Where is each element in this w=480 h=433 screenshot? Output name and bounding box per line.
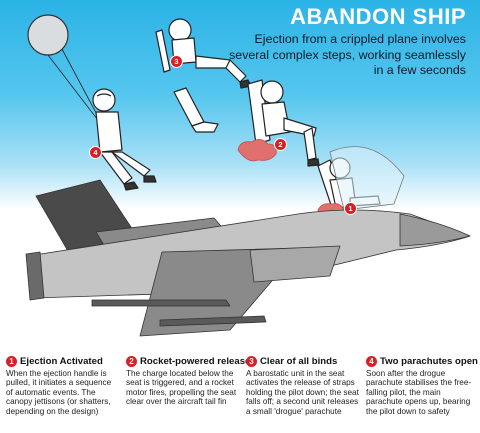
step-marker-1: 1 <box>344 202 357 215</box>
jet-missile-lower <box>159 315 267 327</box>
step-marker-4: 4 <box>89 146 102 159</box>
discarded-seat <box>173 87 219 133</box>
step-3-number: 3 <box>246 356 257 367</box>
step-2-title: Rocket-powered release <box>140 356 251 367</box>
page-subtitle: Ejection from a crippled plane involves … <box>229 32 466 77</box>
step-4-title: Two parachutes open up <box>380 356 480 367</box>
step-marker-3: 3 <box>170 55 183 68</box>
page-title: ABANDON SHIP <box>290 4 466 29</box>
step-2-text: The charge located below the seat is tri… <box>126 369 237 407</box>
step-3-header: 3 Clear of all binds <box>246 356 359 367</box>
step-3: 3 Clear of all binds A barostatic unit i… <box>246 356 359 416</box>
step-1-header: 1 Ejection Activated <box>6 356 119 367</box>
step-3-title: Clear of all binds <box>260 356 338 367</box>
steps-legend: 1 Ejection Activated When the ejection h… <box>0 356 480 433</box>
drogue-parachute <box>27 14 105 129</box>
pilot-figure-3 <box>155 18 252 89</box>
jet-exhaust <box>25 251 45 301</box>
canopy-glass <box>329 146 405 211</box>
step-2-header: 2 Rocket-powered release <box>126 356 250 367</box>
fighter-jet <box>25 179 471 337</box>
step-1-text: When the ejection handle is pulled, it i… <box>6 369 112 416</box>
step-1: 1 Ejection Activated When the ejection h… <box>6 356 119 416</box>
step-2: 2 Rocket-powered release The charge loca… <box>126 356 250 407</box>
step-4-text: Soon after the drogue parachute stabilis… <box>366 369 472 416</box>
ejection-illustration <box>25 14 471 337</box>
step-marker-2: 2 <box>274 138 287 151</box>
jet-missile-upper <box>91 299 231 307</box>
step-4-header: 4 Two parachutes open up <box>366 356 480 367</box>
step-4-number: 4 <box>366 356 377 367</box>
step-4: 4 Two parachutes open up Soon after the … <box>366 356 480 416</box>
rocket-smoke-2 <box>237 139 277 162</box>
step-1-number: 1 <box>6 356 17 367</box>
jet-intake <box>249 245 341 283</box>
step-1-title: Ejection Activated <box>20 356 103 367</box>
step-3-text: A barostatic unit in the seat activates … <box>246 369 359 416</box>
pilot-figure-4 <box>92 88 157 191</box>
step-2-number: 2 <box>126 356 137 367</box>
pilot-figure-2 <box>247 79 320 167</box>
jet-nose <box>399 213 471 247</box>
